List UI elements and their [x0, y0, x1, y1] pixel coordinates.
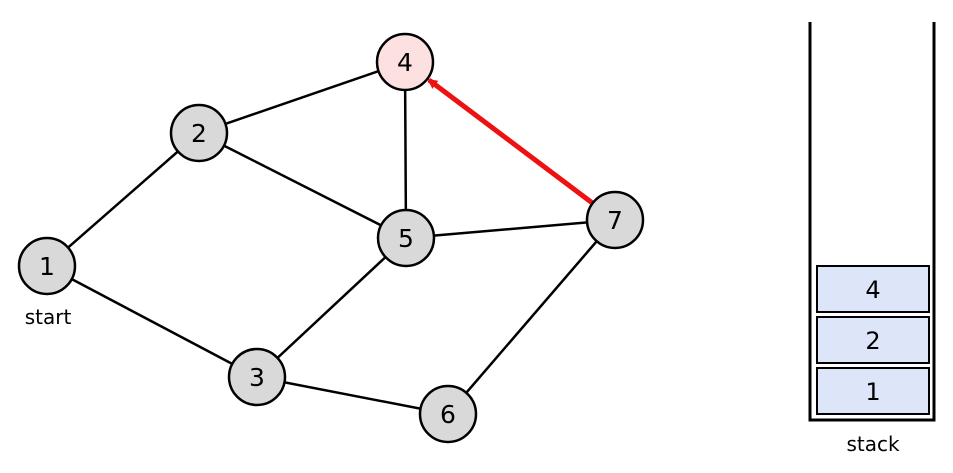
- stack-item-box: [816, 367, 930, 415]
- node-label: 2: [191, 119, 207, 148]
- node-label: 7: [607, 206, 623, 235]
- node-circle: [169, 103, 229, 163]
- node-1: 1: [17, 236, 77, 296]
- stack-items: 4 2 1: [816, 265, 930, 415]
- stack-item: 2: [816, 316, 930, 364]
- edge-1-3: [46, 264, 258, 379]
- node-label: 5: [398, 224, 414, 253]
- stack-container: 4 2 1: [808, 22, 936, 422]
- stack-item: 4: [816, 265, 930, 313]
- edge-6-7: [447, 219, 616, 415]
- node-label: 4: [397, 48, 413, 77]
- highlighted-edge-group: [427, 78, 598, 208]
- node-circle: [376, 208, 436, 268]
- stack-item: 1: [816, 367, 930, 415]
- node-4: 4: [375, 32, 435, 92]
- stack-caption: stack: [846, 432, 900, 456]
- stack-item-box: [816, 316, 930, 364]
- edge-5-7: [405, 218, 616, 240]
- graph-nodes: 1 2 3 4 5 6 7: [17, 32, 645, 444]
- node-circle: [227, 347, 287, 407]
- node-circle: [17, 236, 77, 296]
- edge-3-5: [256, 237, 407, 378]
- node-circle: [375, 32, 435, 92]
- node-5: 5: [376, 208, 436, 268]
- edge-3-6: [256, 375, 449, 416]
- node-circle: [418, 384, 478, 444]
- stack-item-label: 2: [865, 327, 880, 355]
- edge-2-5: [198, 131, 407, 240]
- edge-2-4: [198, 60, 406, 135]
- stack-item-label: 4: [865, 276, 880, 304]
- node-label: 1: [39, 252, 55, 281]
- graph-edges: [46, 60, 616, 416]
- node-circle: [585, 190, 645, 250]
- node-7: 7: [585, 190, 645, 250]
- node-3: 3: [227, 347, 287, 407]
- node-label: 3: [249, 363, 265, 392]
- edge-4-5: [403, 61, 408, 239]
- node-label: 6: [440, 400, 456, 429]
- node-2: 2: [169, 103, 229, 163]
- highlighted-edge-7-4: [427, 78, 598, 208]
- node-6: 6: [418, 384, 478, 444]
- start-caption: start: [25, 305, 72, 329]
- edge-1-2: [46, 132, 200, 267]
- stack-item-box: [816, 265, 930, 313]
- stack-item-label: 1: [865, 378, 880, 406]
